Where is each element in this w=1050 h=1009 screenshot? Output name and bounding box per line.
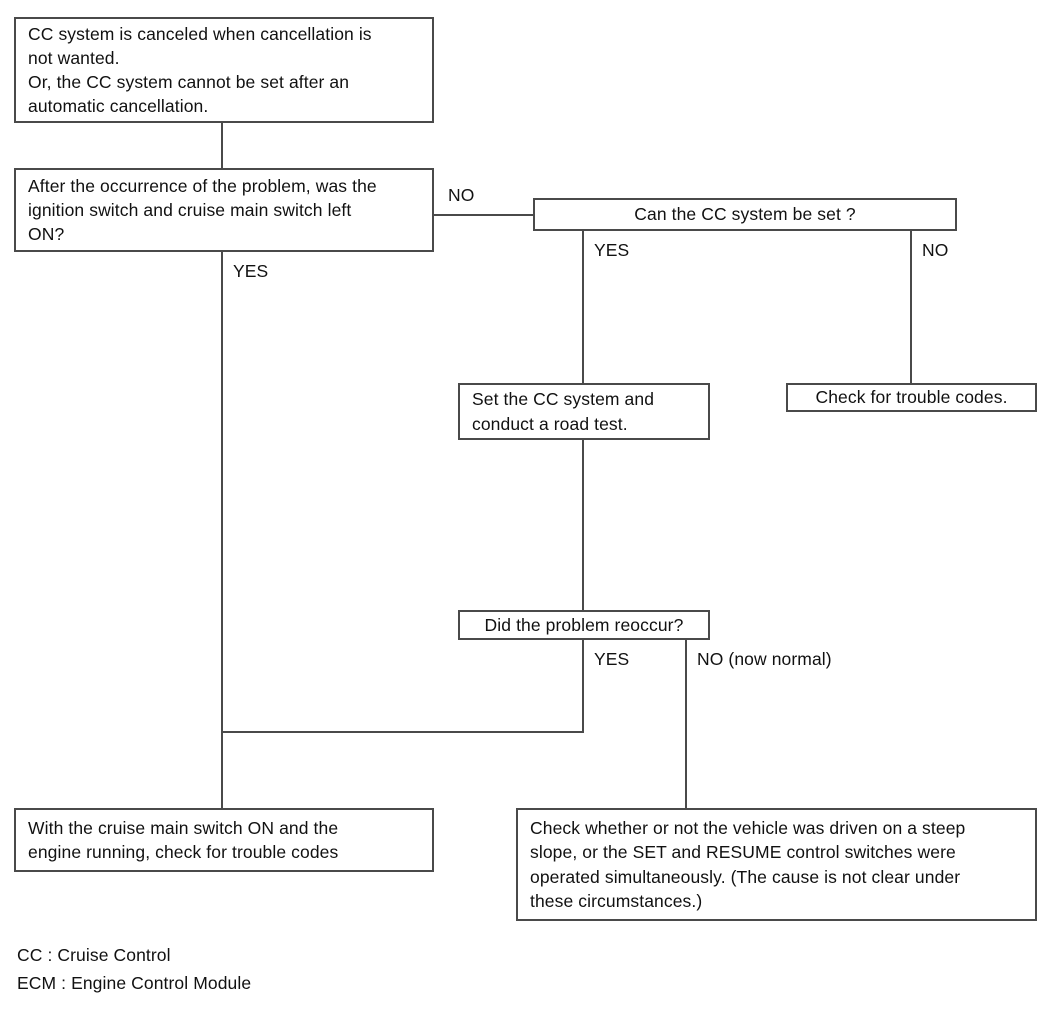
edge-can-set-yes [582,231,584,383]
edge-reoccur-yes-horizontal [221,731,584,733]
node-question-can-set-label: Can the CC system be set ? [634,204,856,225]
node-check-trouble-codes-label: Check for trouble codes. [815,387,1008,408]
legend-line-cc: CC : Cruise Control [17,945,171,965]
edge-symptom-to-ignition [221,123,223,168]
edge-label-reoccur-yes: YES [594,649,630,669]
edge-label-can-set-no: NO [922,240,949,260]
edge-label-can-set-yes: YES [594,240,630,260]
node-symptom: CC system is canceled when cancellation … [14,17,434,123]
edge-road-test-to-reoccur [582,440,584,610]
node-question-ignition: After the occurrence of the problem, was… [14,168,434,252]
node-check-trouble-codes: Check for trouble codes. [786,383,1037,412]
edge-can-set-no [910,231,912,383]
node-question-can-set: Can the CC system be set ? [533,198,957,231]
legend-line-ecm: ECM : Engine Control Module [17,973,252,993]
node-question-ignition-label: After the occurrence of the problem, was… [28,175,377,245]
edge-reoccur-no-vertical [685,640,687,808]
edge-reoccur-yes-vertical [582,640,584,732]
node-question-reoccur-label: Did the problem reoccur? [484,614,684,635]
edge-label-ignition-no: NO [448,185,475,205]
node-cruise-main-switch-check: With the cruise main switch ON and the e… [14,808,434,872]
node-check-steep-slope: Check whether or not the vehicle was dri… [516,808,1037,921]
edge-ignition-no-horizontal [434,214,533,216]
node-symptom-label: CC system is canceled when cancellation … [28,23,372,117]
node-question-reoccur: Did the problem reoccur? [458,610,710,640]
edge-label-ignition-yes: YES [233,261,269,281]
node-set-and-road-test-label: Set the CC system and conduct a road tes… [472,389,655,434]
node-set-and-road-test: Set the CC system and conduct a road tes… [458,383,710,440]
edge-label-reoccur-no: NO (now normal) [697,649,832,669]
node-check-steep-slope-label: Check whether or not the vehicle was dri… [530,818,966,911]
node-cruise-main-switch-check-label: With the cruise main switch ON and the e… [28,817,339,862]
edge-ignition-yes-trunk [221,252,223,808]
